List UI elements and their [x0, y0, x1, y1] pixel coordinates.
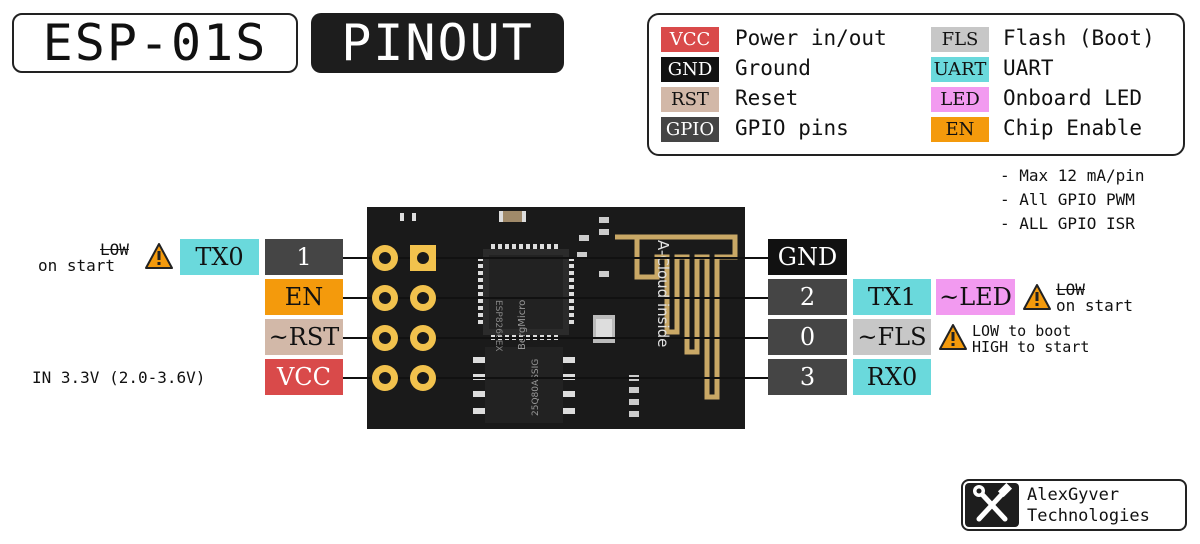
- legend-desc-vcc: Power in/out: [735, 26, 887, 50]
- pin-header: [372, 245, 436, 391]
- note-pwm: - All GPIO PWM: [1000, 190, 1135, 209]
- flash-label-1: BergMicro: [517, 299, 528, 350]
- legend-swatch-led: LED: [931, 87, 989, 112]
- wire-pin-vcc: [342, 377, 772, 379]
- pin-label-gpio2: 2: [768, 279, 847, 315]
- chip-label: ESP8266EX: [493, 300, 503, 352]
- title-esp01s: ESP-01S: [12, 13, 298, 73]
- flash-pad: [563, 408, 575, 414]
- chip-pad: [519, 244, 523, 249]
- pin-label-vcc: VCC: [265, 359, 343, 395]
- flash-pad: [473, 357, 485, 363]
- flash-label-2: 25Q80ASSIG: [531, 358, 541, 416]
- fls-boot-note: LOW to boot: [972, 322, 1072, 340]
- chip-pad: [478, 306, 483, 310]
- chip-pad: [569, 313, 574, 317]
- pin-label-rx0: RX0: [853, 359, 931, 395]
- chip-pad: [569, 271, 574, 275]
- chip-pad: [533, 244, 537, 249]
- chip-pad: [569, 278, 574, 282]
- warning-icon: [1023, 284, 1051, 310]
- flash-pad: [563, 391, 575, 397]
- legend-desc-gpio: GPIO pins: [735, 116, 849, 140]
- note-isr: - ALL GPIO ISR: [1000, 214, 1135, 233]
- chip-pad: [498, 244, 502, 249]
- pin-label-rst: ~RST: [265, 319, 343, 355]
- wire-pin-en: [342, 297, 772, 299]
- led-on-start-note: on start: [1056, 296, 1134, 315]
- warning-icon: [939, 324, 967, 350]
- warning-icon: [145, 243, 173, 269]
- chip-pad: [478, 299, 483, 303]
- legend-desc-led: Onboard LED: [1003, 86, 1143, 110]
- flash-pad: [473, 408, 485, 414]
- legend-swatch-uart: UART: [931, 57, 989, 82]
- pin-label-en: EN: [265, 279, 343, 315]
- legend-desc-uart: UART: [1003, 56, 1054, 80]
- legend-swatch-vcc: VCC: [661, 27, 719, 52]
- chip-pad: [569, 285, 574, 289]
- board-details: [400, 211, 738, 423]
- chip-pad: [540, 244, 544, 249]
- pin-label-tx1: TX1: [853, 279, 931, 315]
- pin-label-fls: ~FLS: [853, 319, 931, 355]
- chip-pad: [505, 244, 509, 249]
- chip-pad: [478, 292, 483, 296]
- chip-pad: [478, 278, 483, 282]
- chip-pad: [478, 271, 483, 275]
- chip-pad: [478, 313, 483, 317]
- esp-chip: [483, 249, 569, 335]
- pin-label-gpio0: 0: [768, 319, 847, 355]
- legend-swatch-gnd: GND: [661, 57, 719, 82]
- chip-pad: [569, 292, 574, 296]
- pin-label-gnd: GND: [768, 239, 847, 275]
- legend-desc-rst: Reset: [735, 86, 799, 110]
- tools-icon: [965, 482, 1019, 527]
- legend-swatch-fls: FLS: [931, 27, 989, 52]
- brand-line2: Technologies: [1027, 506, 1150, 526]
- chip-pad: [478, 320, 483, 324]
- pin-label-gpio1: 1: [265, 239, 343, 275]
- legend-desc-gnd: Ground: [735, 56, 811, 80]
- chip-pad: [478, 285, 483, 289]
- brand-line1: AlexGyver: [1027, 485, 1120, 505]
- chip-pad: [478, 257, 483, 261]
- chip-pad: [569, 264, 574, 268]
- wire-pin-rst: [342, 337, 772, 339]
- note-max-current: - Max 12 mA/pin: [1000, 166, 1145, 185]
- chip-pad: [512, 244, 516, 249]
- chip-pad: [554, 244, 558, 249]
- pin-label-led: ~LED: [936, 279, 1015, 315]
- flash-pad: [473, 391, 485, 397]
- chip-pad: [478, 264, 483, 268]
- chip-pad: [547, 244, 551, 249]
- chip-pad: [526, 244, 530, 249]
- chip-pad: [569, 320, 574, 324]
- led-low-note: LOW: [1056, 280, 1085, 299]
- brand-box: AlexGyver Technologies: [961, 479, 1187, 531]
- legend-desc-en: Chip Enable: [1003, 116, 1143, 140]
- fls-start-note: HIGH to start: [972, 338, 1090, 356]
- vcc-input-note: IN 3.3V (2.0-3.6V): [32, 368, 206, 387]
- flash-pad: [563, 357, 575, 363]
- chip-pad: [569, 257, 574, 261]
- pin-label-tx0: TX0: [180, 239, 259, 275]
- chip-pad: [491, 244, 495, 249]
- legend-swatch-gpio: GPIO: [661, 117, 719, 142]
- title-pinout: PINOUT: [311, 13, 564, 73]
- tx0-on-start-note: on start: [38, 256, 116, 275]
- wire-pin-tx0: [342, 257, 772, 259]
- legend-desc-fls: Flash (Boot): [1003, 26, 1155, 50]
- legend-swatch-rst: RST: [661, 87, 719, 112]
- chip-pad: [569, 306, 574, 310]
- pin-label-gpio3: 3: [768, 359, 847, 395]
- chip-pad: [569, 299, 574, 303]
- tx0-low-note: LOW: [100, 240, 129, 259]
- legend-swatch-en: EN: [931, 117, 989, 142]
